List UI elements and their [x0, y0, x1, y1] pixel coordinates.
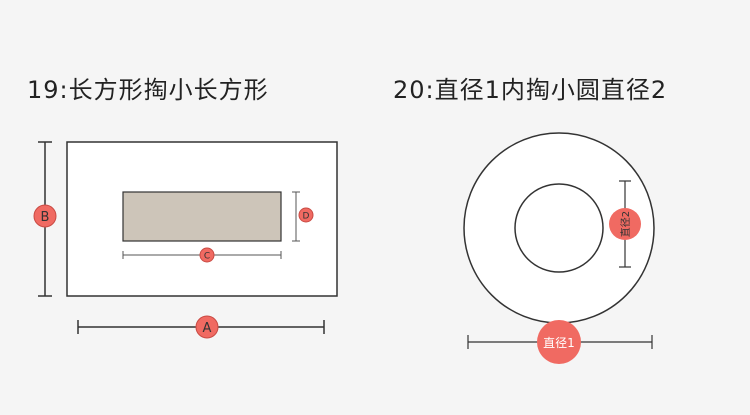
badge-d: D [298, 207, 314, 223]
label-b: B [41, 210, 50, 225]
badge-a: A [195, 315, 219, 339]
label-c: C [204, 252, 210, 262]
outer-rectangle [66, 141, 338, 297]
badge-d2: 直径2 [609, 208, 641, 240]
label-a: A [203, 321, 212, 336]
circle-cutout-title: 20:直径1内掏小圆直径2 [393, 76, 668, 104]
badge-d1: 直径1 [537, 320, 581, 364]
inner-circle [514, 183, 604, 273]
inner-rectangle [122, 191, 282, 242]
badge-c: C [199, 247, 215, 263]
label-d2: 直径2 [619, 211, 632, 237]
badge-b: B [33, 204, 57, 228]
label-d: D [303, 212, 310, 222]
label-d1: 直径1 [543, 336, 575, 350]
rect-cutout-title: 19:长方形掏小长方形 [27, 76, 269, 104]
dimension-d [292, 191, 300, 242]
